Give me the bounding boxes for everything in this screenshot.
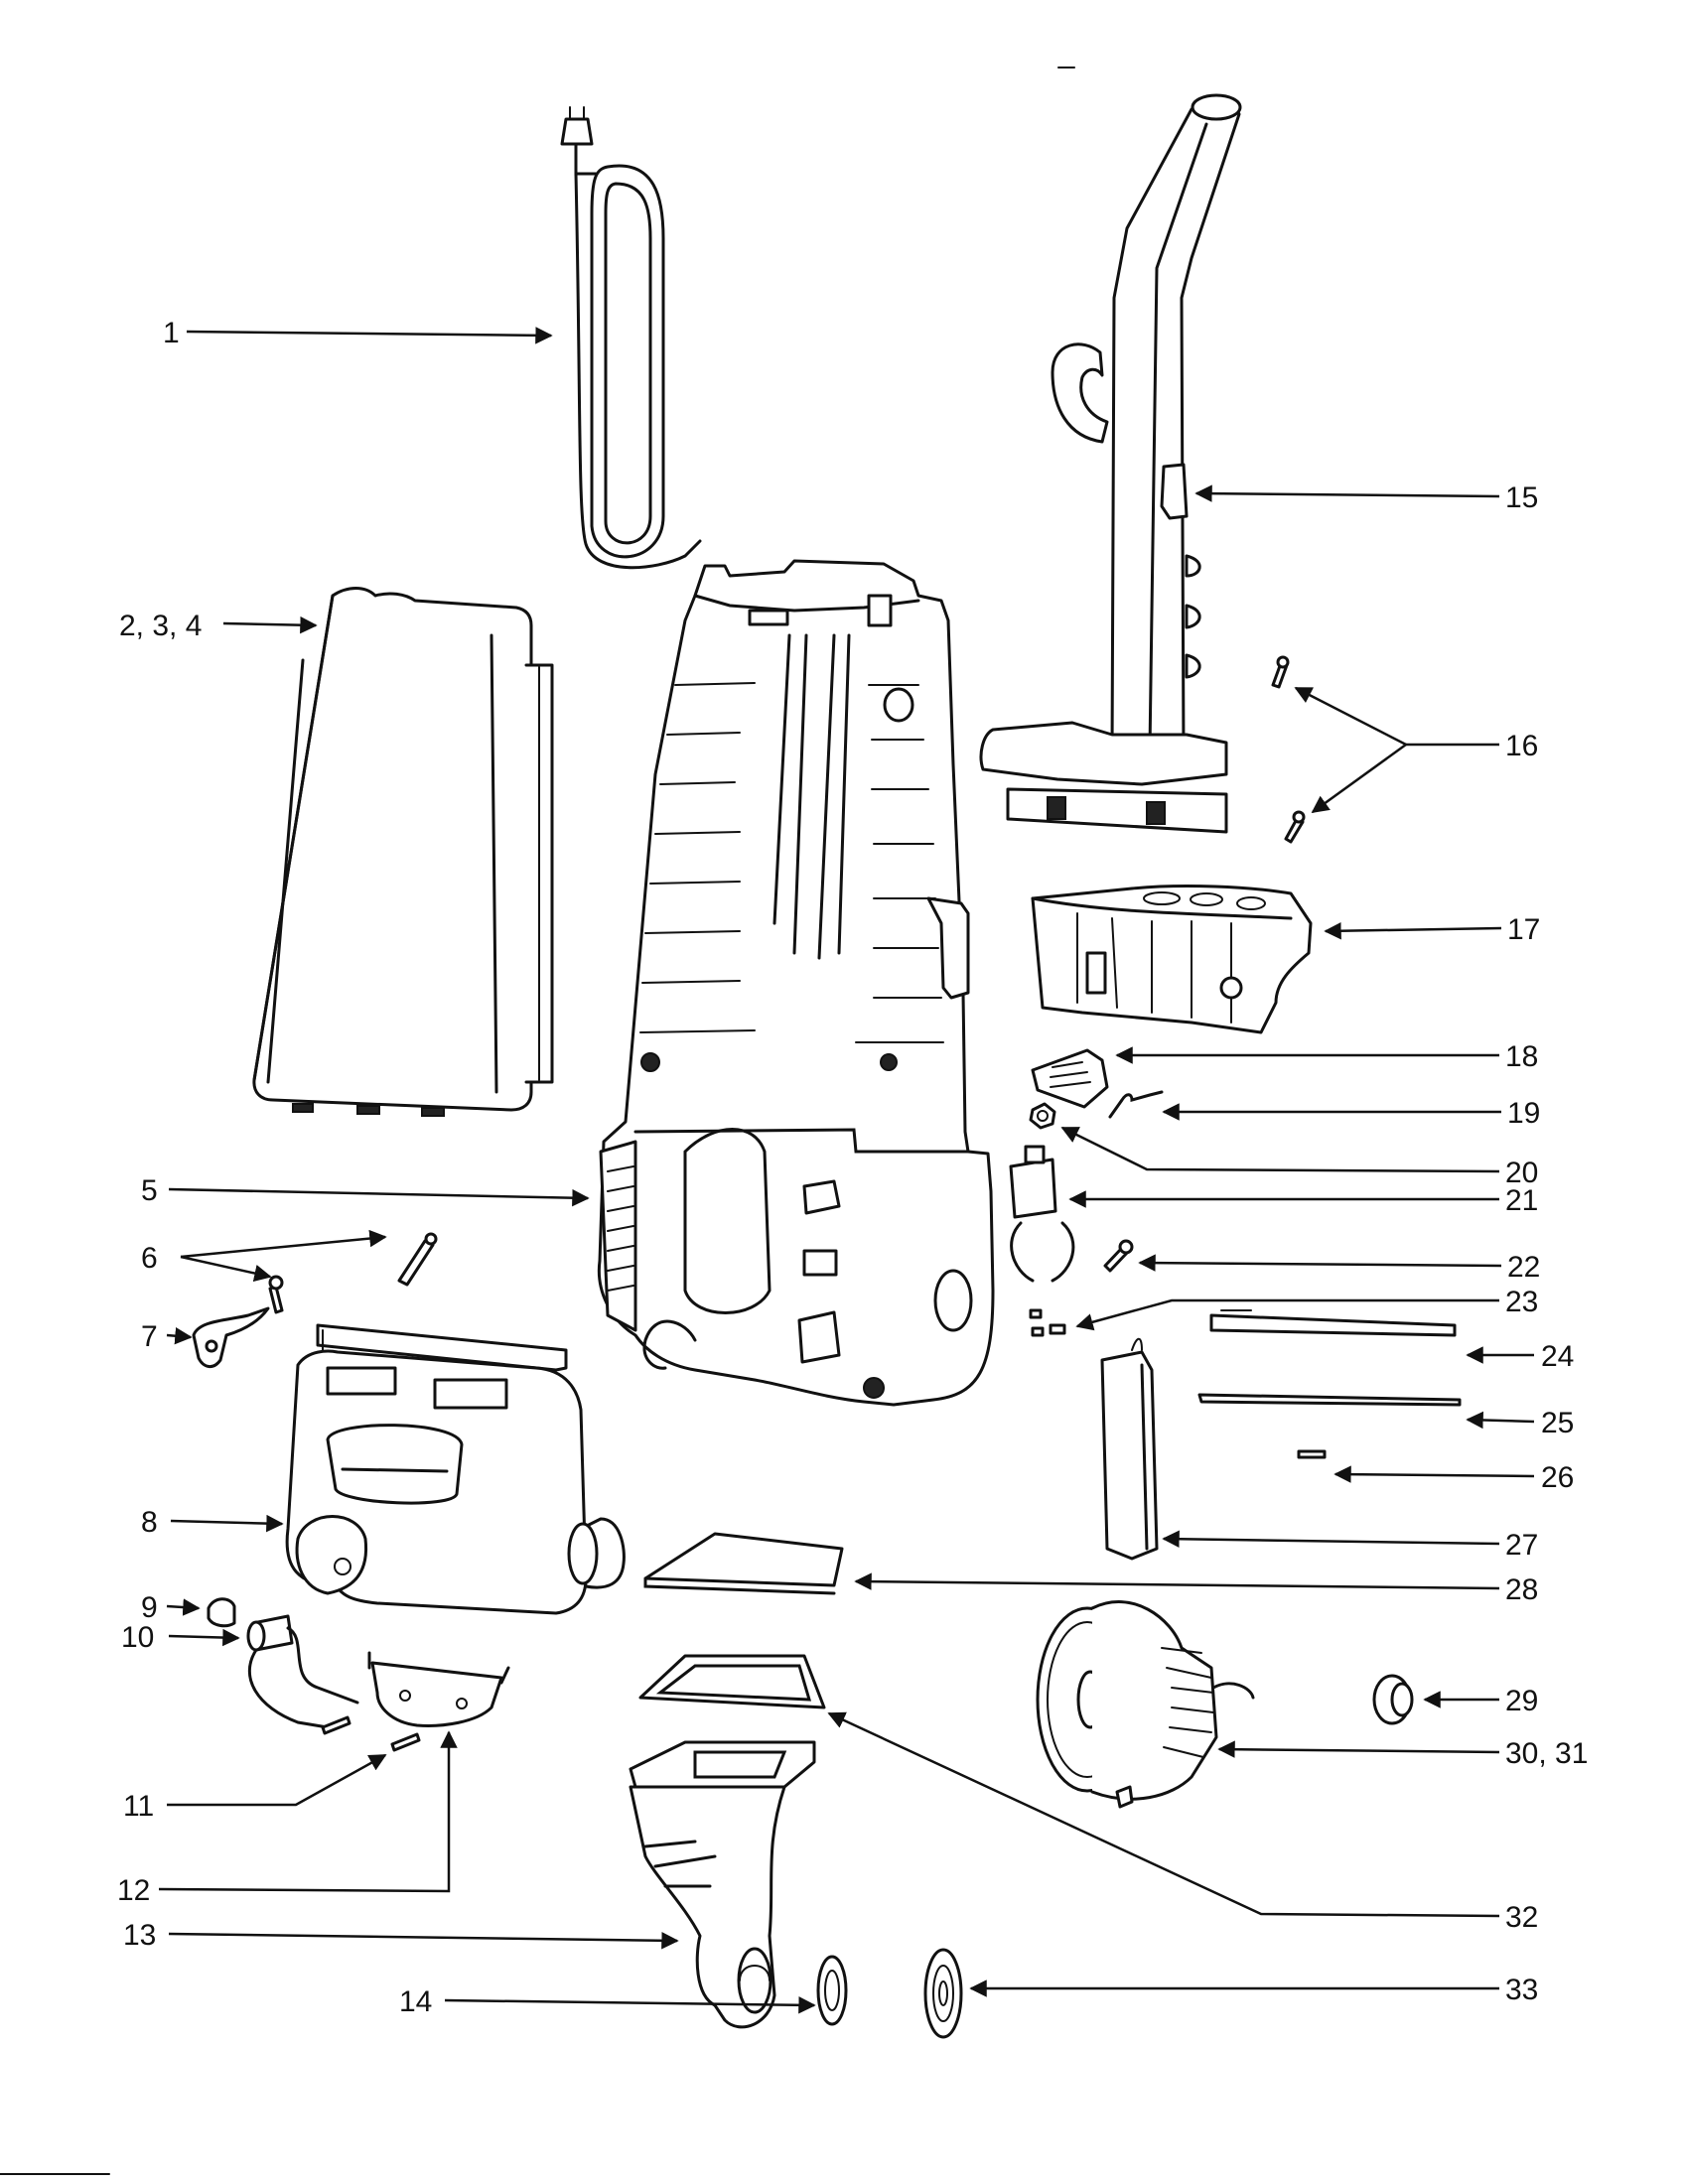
leader-9 [166, 1598, 201, 1616]
part-filter-pad-28 [643, 1532, 844, 1595]
part-strip-24 [1209, 1309, 1457, 1337]
callout-7: 7 [141, 1320, 158, 1353]
part-clip-9 [207, 1597, 236, 1628]
part-screws-16 [1271, 655, 1306, 844]
callout-22: 22 [1507, 1251, 1540, 1284]
part-upper-handle [979, 93, 1242, 834]
part-wheel-33 [923, 1948, 963, 2039]
callout-10: 10 [121, 1621, 154, 1654]
callout-24: 24 [1541, 1340, 1574, 1373]
callout-11: 11 [123, 1790, 154, 1823]
part-connectors-23 [1029, 1308, 1066, 1337]
callout-25: 25 [1541, 1407, 1574, 1439]
leader-1 [186, 327, 553, 344]
callout-labels: 1 2, 3, 4 5 6 7 8 9 10 11 12 13 14 15 16… [117, 317, 1588, 2018]
part-screws-11 [321, 1715, 421, 1752]
leader-6a [180, 1255, 272, 1283]
part-grille-18 [1031, 1048, 1109, 1109]
part-end-cap-29 [1372, 1674, 1414, 1725]
part-latch-7 [192, 1306, 270, 1368]
leader-23 [1075, 1298, 1499, 1331]
callout-26: 26 [1541, 1461, 1574, 1494]
part-power-cord [560, 106, 702, 570]
part-bag-panel [252, 587, 554, 1117]
leader-22 [1138, 1254, 1502, 1272]
callout-27: 27 [1505, 1529, 1538, 1562]
callout-23: 23 [1505, 1286, 1538, 1318]
callout-19: 19 [1507, 1097, 1540, 1130]
part-screws-6 [268, 1232, 438, 1314]
part-bumper-plate [367, 1651, 510, 1727]
leader-30 [1217, 1740, 1500, 1758]
leader-5 [168, 1187, 590, 1207]
callout-20: 20 [1505, 1157, 1538, 1189]
callout-6: 6 [141, 1242, 158, 1275]
callout-16: 16 [1505, 730, 1538, 762]
part-spring-19 [1108, 1090, 1164, 1119]
callout-21: 21 [1505, 1184, 1538, 1217]
leader-25 [1466, 1411, 1535, 1430]
callout-28: 28 [1505, 1573, 1538, 1606]
leader-16c [1311, 743, 1407, 814]
part-screw-22 [1103, 1239, 1134, 1273]
leader-32 [827, 1711, 1500, 1918]
callout-2-3-4: 2, 3, 4 [119, 610, 202, 642]
leader-lines [158, 327, 1535, 2014]
callout-8: 8 [141, 1506, 158, 1539]
leader-7 [166, 1326, 193, 1345]
scan-margin-marks [0, 67, 1075, 2175]
part-filter-frame-32 [638, 1654, 826, 1709]
callout-18: 18 [1505, 1040, 1538, 1073]
leader-28 [854, 1572, 1500, 1590]
leader-8 [170, 1514, 284, 1533]
part-base-nozzle [629, 1740, 816, 2029]
leader-14 [444, 1996, 816, 2014]
part-wheel-14 [816, 1955, 848, 2026]
callout-13: 13 [123, 1919, 156, 1952]
callout-33: 33 [1505, 1974, 1538, 2006]
part-top-cover [1031, 885, 1313, 1034]
callout-29: 29 [1505, 1685, 1538, 1717]
leader-6b [180, 1229, 387, 1259]
part-switch-21 [1009, 1145, 1075, 1283]
callout-9: 9 [141, 1591, 158, 1624]
leader-10 [168, 1628, 240, 1647]
leader-15 [1194, 484, 1500, 502]
part-strip-25 [1197, 1393, 1462, 1407]
leader-12 [158, 1730, 458, 1893]
part-bracket-10 [246, 1614, 359, 1729]
leader-11 [167, 1753, 387, 1807]
leader-16b [1294, 686, 1407, 747]
leader-26 [1333, 1465, 1535, 1483]
leader-2 [222, 615, 318, 634]
callout-30-31: 30, 31 [1505, 1737, 1588, 1770]
part-nut-20 [1029, 1102, 1056, 1130]
leader-13 [168, 1932, 679, 1950]
callout-32: 32 [1505, 1901, 1538, 1934]
part-pin-26 [1297, 1449, 1327, 1459]
callout-14: 14 [399, 1985, 432, 2018]
leader-20 [1060, 1126, 1500, 1173]
callout-12: 12 [117, 1874, 150, 1907]
part-nozzle-housing [285, 1323, 626, 1615]
callout-1: 1 [163, 317, 180, 349]
leader-27 [1162, 1530, 1500, 1548]
leader-17 [1324, 921, 1502, 940]
part-brush-strip [1100, 1337, 1159, 1561]
part-motor [1036, 1600, 1255, 1809]
callout-15: 15 [1505, 481, 1538, 514]
part-main-housing [597, 559, 995, 1407]
callout-17: 17 [1507, 913, 1540, 946]
callout-5: 5 [141, 1174, 158, 1207]
